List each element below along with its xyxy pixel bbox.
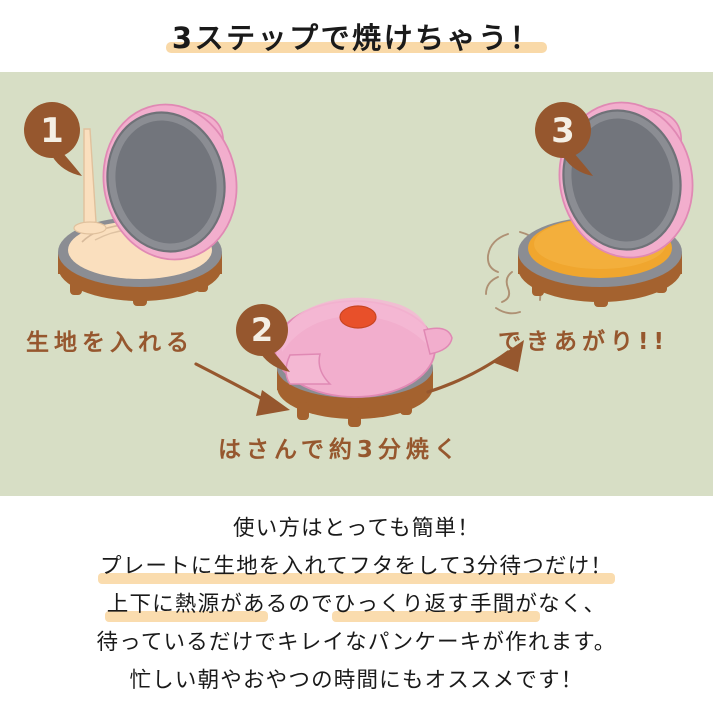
step3-leg-left (532, 278, 544, 296)
step-2-number: 2 (251, 311, 273, 349)
step1-batter-stream (83, 128, 97, 225)
step3-leg-center (594, 285, 608, 307)
arrow1-head (256, 390, 290, 416)
arrow-step2-to-step3 (426, 340, 524, 394)
description-line-1: 使い方はとっても簡単！ (0, 510, 713, 548)
description-segment-highlighted: プレートに生地を入れてフタをして3分待つだけ！ (98, 548, 615, 586)
step1-batter-pool (73, 221, 107, 235)
step-3-number: 3 (551, 111, 575, 151)
step2-handle-right (423, 327, 453, 355)
title-highlight (165, 42, 548, 53)
step1-badge-tail (52, 152, 82, 176)
step2-leg-left (297, 402, 309, 420)
step3-badge-tail (563, 152, 593, 176)
step-2-caption: はさんで約3分焼く (218, 437, 462, 463)
step-2-badge: 2 (236, 304, 290, 372)
step2-lid-highlight (281, 297, 431, 352)
step3-lid-plate-surface (571, 118, 673, 242)
description-line-3: 上下に熱源があるのでひっくり返す手間がなく、 (0, 586, 713, 624)
description-segment: るので (265, 592, 334, 617)
description-segment: なく、 (538, 592, 607, 617)
description-segment: 使い方はとっても簡単！ (233, 516, 480, 541)
description-line-4: 待っているだけでキレイなパンケーキが作れます。 (0, 624, 713, 662)
step1-leg-right (196, 275, 208, 292)
steps-illustration: 1 (24, 101, 694, 427)
description-line-2: プレートに生地を入れてフタをして3分待つだけ！ (0, 548, 713, 586)
step2-badge-tail (261, 350, 290, 372)
steps-panel: 1 (0, 72, 713, 496)
description-line-5: 忙しい朝やおやつの時間にもオススメです！ (0, 662, 713, 700)
step-1-badge: 1 (24, 102, 82, 176)
step1-leg-left (70, 277, 82, 295)
step2-indicator-light (339, 305, 377, 329)
arrow2-head (492, 340, 524, 372)
step3-leg-right (655, 276, 667, 293)
step-2-illustration (274, 297, 453, 427)
description-segment-highlighted: 上下に熱源があ (104, 586, 268, 624)
step-1-caption: 生地を入れる (26, 330, 194, 356)
title-text: 3ステップで焼けちゃう！ (171, 21, 542, 55)
title-band: 3ステップで焼けちゃう！ (0, 0, 713, 72)
page-title: 3ステップで焼けちゃう！ (165, 15, 548, 57)
description-block: 使い方はとっても簡単！ プレートに生地を入れてフタをして3分待つだけ！ 上下に熱… (0, 496, 713, 713)
step-1-number: 1 (40, 111, 64, 151)
description-segment: 忙しい朝やおやつの時間にもオススメです！ (129, 668, 584, 693)
step-3-badge: 3 (535, 102, 593, 176)
step1-leg-center (133, 284, 147, 306)
step2-leg-right (400, 398, 412, 415)
step2-leg-center (348, 407, 361, 427)
step-3-illustration (485, 101, 694, 315)
arrow-step1-to-step2 (194, 362, 290, 416)
step-1-illustration (58, 103, 238, 306)
step1-lid-plate-surface (115, 120, 217, 244)
description-segment: 待っているだけでキレイなパンケーキが作れます。 (96, 630, 617, 655)
step-3-caption: できあがり!! (498, 329, 669, 355)
description-segment-highlighted: ひっくり返す手間が (331, 586, 541, 624)
step2-latch-front (285, 353, 332, 385)
